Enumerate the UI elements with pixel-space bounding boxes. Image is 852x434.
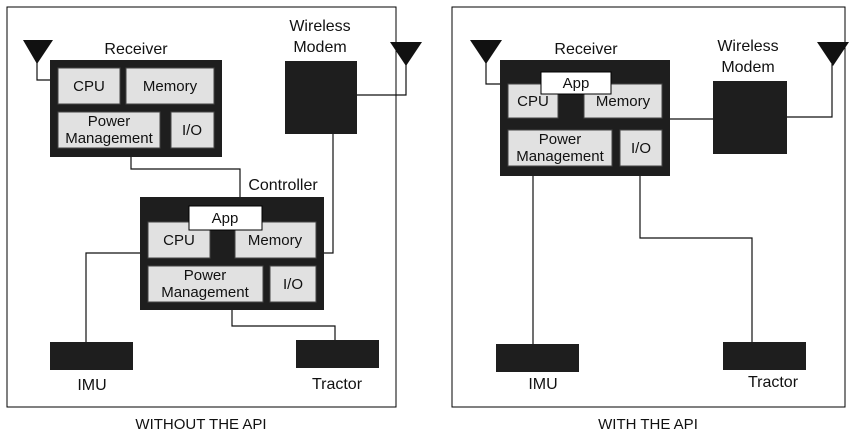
power-management-box [147,265,264,303]
power-management-box [57,111,161,149]
power-label-line1: Power [539,131,582,148]
power-label-line2: Management [161,284,249,301]
power-label-line1: Power [184,267,227,284]
io-box [170,111,215,149]
antenna-icon [23,40,53,64]
tractor-label: Tractor [312,376,363,393]
memory-label: Memory [596,93,651,110]
io-label: I/O [283,276,303,293]
tractor-box [723,342,806,370]
memory-label: Memory [248,232,303,249]
memory-box [125,67,215,105]
receiver-controller-wire [130,156,241,198]
power-label-line2: Management [516,148,604,165]
panel-without-api: Receiver CPU Memory Power Management I/O… [6,6,422,408]
imu-box [496,344,579,372]
imu-label: IMU [528,376,557,393]
power-label-line1: Power [88,113,131,130]
cpu-box [57,67,121,105]
io-label: I/O [631,140,651,157]
io-box [619,129,663,167]
caption-with-api: WITH THE API [598,416,698,433]
receiver-title: Receiver [104,41,168,58]
tractor-label: Tractor [748,374,799,391]
app-box [188,205,263,231]
power-management-box [507,129,613,167]
cpu-label: CPU [73,78,105,95]
power-label-line2: Management [65,130,153,147]
wireless-modem-box [285,61,357,134]
app-label: App [563,75,590,92]
io-box [269,265,317,303]
tractor-box [296,340,379,368]
controller-imu-wire [85,252,142,343]
modem-title-line1: Wireless [717,38,778,55]
panel-with-api: Receiver CPU Memory App Power Management… [451,6,849,408]
controller-tractor-wire [231,309,336,341]
modem-antenna-wire [786,64,833,118]
modem-title-line1: Wireless [289,18,350,35]
app-box [540,71,612,95]
cpu-label: CPU [517,93,549,110]
receiver-title: Receiver [554,41,618,58]
antenna-icon [470,40,502,64]
cpu-label: CPU [163,232,195,249]
modem-antenna-wire [355,62,407,96]
wireless-modem-box [713,81,787,154]
app-label: App [212,210,239,227]
controller-title: Controller [248,177,318,194]
memory-label: Memory [143,78,198,95]
antenna-icon [390,42,422,66]
receiver-tractor-wire [639,175,753,343]
imu-box [50,342,133,370]
modem-title-line2: Modem [721,59,774,76]
antenna-icon [817,42,849,66]
modem-title-line2: Modem [293,39,346,56]
imu-label: IMU [77,377,106,394]
io-label: I/O [182,122,202,139]
caption-without-api: WITHOUT THE API [135,416,266,433]
